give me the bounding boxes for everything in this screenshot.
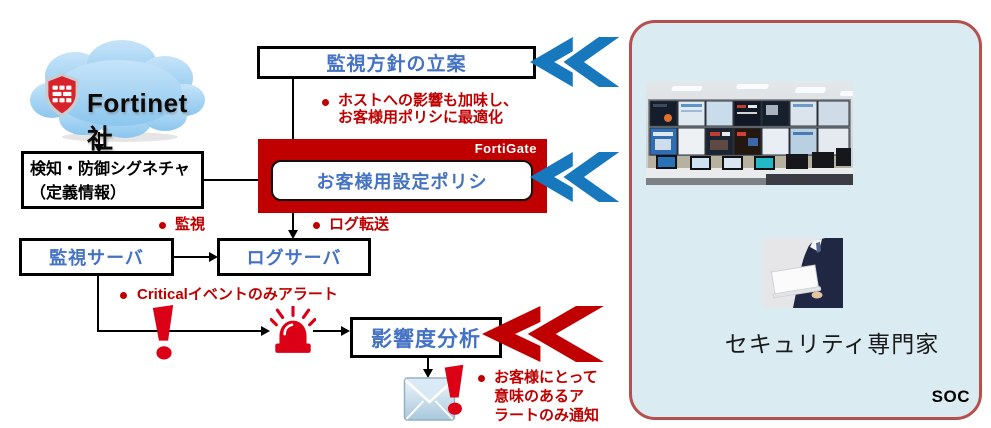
host-bullet-text: ホストへの影響も加味し、 お客様用ポリシに最適化 [338, 92, 518, 126]
soc-caption: SOC [931, 387, 970, 406]
fortinet-shield-icon [45, 73, 79, 117]
cloud-icon [30, 40, 205, 142]
arrow-impact-to-mail-line [427, 358, 429, 371]
fortigate-label: FortiGate [474, 141, 537, 156]
exclamation-alert-icon [152, 305, 174, 360]
notify-bullet-line3: ラートのみ通知 [494, 407, 600, 424]
double-chevron-blue-top-icon [530, 37, 620, 87]
arrow-plan-to-policy-line [292, 79, 294, 153]
log-forward-bullet-dot [313, 222, 320, 229]
impact-analysis-label: 影響度分析 [371, 327, 481, 351]
impact-analysis-box: 影響度分析 [350, 317, 502, 358]
signature-box-line2: （定義情報） [30, 185, 127, 202]
soc-panel [629, 20, 982, 420]
arrow-siren-to-impact-head [341, 326, 350, 336]
log-forward-bullet-text: ログ転送 [329, 216, 390, 233]
arrow-cloud-to-signature-head [94, 144, 104, 153]
notify-bullet-line2: 意味のあるア [494, 388, 585, 405]
notify-bullet-text: お客様にとって 意味のあるア ラートのみ通知 [494, 368, 599, 425]
fortinet-cloud: Fortinet社 [25, 36, 207, 154]
notify-bullet-line1: お客様にとって [494, 369, 598, 386]
critical-bullet-dot [120, 292, 127, 299]
log-server-label: ログサーバ [246, 248, 342, 268]
arrow-signature-to-policy-line [204, 179, 261, 181]
arrow-impact-to-mail-head [423, 369, 433, 378]
monitor-bullet-dot [159, 222, 166, 229]
policy-box: お客様用設定ポリシ [271, 160, 533, 201]
policy-box-label: お客様用設定ポリシ [316, 171, 488, 192]
arrow-cloud-to-signature-line [98, 132, 100, 145]
critical-bullet-text: Criticalイベントのみアラート [137, 286, 338, 303]
monitor-bullet-text: 監視 [175, 216, 206, 233]
arrow-monitor-to-log-head [209, 252, 218, 262]
signature-box: 検知・防御シグネチャ （定義情報） [21, 151, 204, 209]
arrow-policy-to-log-line [292, 200, 294, 231]
double-chevron-blue-middle-icon [530, 152, 620, 202]
host-bullet-line2: お客様用ポリシに最適化 [338, 109, 504, 126]
exclamation-alert-icon-2 [444, 364, 464, 415]
arrow-to-siren-line [97, 330, 263, 332]
plan-box-label: 監視方針の立案 [326, 54, 467, 75]
notify-bullet-dot [478, 375, 485, 382]
log-server-box: ログサーバ [217, 238, 371, 276]
arrow-policy-to-log-head [288, 230, 298, 239]
host-bullet-dot [322, 99, 329, 106]
arrow-monitor-down-line [97, 276, 99, 332]
arrow-to-siren-head [261, 326, 270, 336]
monitor-server-label: 監視サーバ [49, 248, 144, 268]
signature-box-line1: 検知・防御シグネチャ [30, 161, 190, 178]
monitor-server-box: 監視サーバ [19, 238, 174, 276]
plan-box: 監視方針の立案 [257, 46, 536, 79]
security-expert-label: セキュリティ専門家 [724, 331, 940, 357]
host-bullet-line1: ホストへの影響も加味し、 [338, 92, 519, 109]
mail-icon [403, 377, 456, 421]
security-expert-photo [763, 238, 843, 308]
double-chevron-red-icon [482, 306, 604, 362]
arrow-monitor-to-log-line [174, 256, 210, 258]
arrow-siren-to-impact-line [313, 330, 342, 332]
fortinet-company-label: Fortinet社 [87, 88, 188, 154]
soc-room-photo [646, 82, 853, 185]
alarm-lamp-icon [270, 306, 316, 353]
